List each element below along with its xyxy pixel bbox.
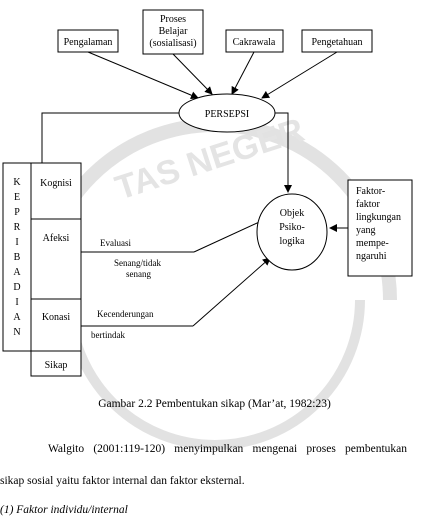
objek-line-3: logika bbox=[280, 236, 306, 247]
cakrawala-label: Cakrawala bbox=[233, 37, 276, 48]
arrow-konasi-objek bbox=[192, 257, 271, 327]
line-kepribadian-persepsi bbox=[41, 112, 179, 163]
kepribadian-letter: R bbox=[14, 222, 21, 233]
kepribadian-letter: D bbox=[13, 282, 20, 293]
afeksi-box bbox=[30, 218, 82, 300]
faktor-line-3: lingkungan bbox=[356, 212, 401, 223]
arrow-proses-persepsi bbox=[172, 53, 213, 95]
paragraph-line-1: Walgito (2001:119-120) menyimpulkan meng… bbox=[48, 443, 407, 455]
konasi-box bbox=[30, 298, 82, 352]
proses-belajar-line-1: Proses bbox=[160, 14, 186, 25]
objek-psikologika-ellipse bbox=[256, 193, 328, 271]
proses-belajar-line-2: Belajar bbox=[159, 26, 189, 37]
paragraph-line-2: sikap sosial yaitu faktor internal dan f… bbox=[0, 475, 245, 487]
kepribadian-letter: I bbox=[15, 297, 18, 308]
kepribadian-letter: E bbox=[14, 192, 20, 203]
kepribadian-letter: P bbox=[14, 207, 20, 218]
senang-label-line-1: Senang/tidak bbox=[114, 258, 161, 268]
objek-line-2: Psiko- bbox=[279, 222, 305, 233]
senang-label-line-2: senang bbox=[126, 269, 151, 279]
figure-caption: Gambar 2.2 Pembentukan sikap (Mar’at, 19… bbox=[98, 398, 331, 410]
kepribadian-letter: N bbox=[13, 327, 20, 338]
arrow-persepsi-objek bbox=[275, 112, 292, 193]
arrow-pengetahuan-persepsi bbox=[261, 51, 338, 99]
proses-belajar-box bbox=[142, 9, 204, 55]
kognisi-label: Kognisi bbox=[40, 178, 72, 189]
proses-belajar-line-3: (sosialisasi) bbox=[149, 38, 196, 49]
kepribadian-letter: I bbox=[15, 237, 18, 248]
kecenderungan-label: Kecenderungan bbox=[97, 309, 154, 319]
cakrawala-box bbox=[225, 29, 284, 53]
kepribadian-letters: K E P R I B A D I A N bbox=[13, 177, 21, 338]
pengetahuan-label: Pengetahuan bbox=[311, 37, 362, 48]
arrow-pengalaman-persepsi bbox=[87, 51, 199, 99]
kepribadian-letter: A bbox=[13, 312, 21, 323]
arrow-afeksi-objek bbox=[193, 217, 269, 253]
persepsi-label: PERSEPSI bbox=[205, 109, 249, 120]
faktor-lingkungan-box bbox=[347, 179, 413, 277]
attitude-formation-diagram: Pengalaman Proses Belajar (sosialisasi) … bbox=[2, 9, 413, 377]
pengalaman-label: Pengalaman bbox=[64, 37, 113, 48]
faktor-line-6: ngaruhi bbox=[356, 251, 387, 262]
kepribadian-letter: B bbox=[14, 252, 21, 263]
kognisi-box bbox=[30, 162, 82, 220]
konasi-label: Konasi bbox=[42, 312, 71, 323]
afeksi-label: Afeksi bbox=[43, 233, 70, 244]
faktor-line-4: yang bbox=[356, 225, 375, 236]
objek-line-1: Objek bbox=[280, 208, 304, 219]
list-item-faktor-individu: (1) Faktor individu/internal bbox=[0, 504, 128, 516]
faktor-line-1: Faktor- bbox=[356, 186, 385, 197]
faktor-line-2: faktor bbox=[356, 199, 381, 210]
faktor-line-5: mempe- bbox=[356, 238, 389, 249]
bertindak-label: bertindak bbox=[91, 330, 125, 340]
evaluasi-label: Evaluasi bbox=[100, 238, 131, 248]
arrow-cakrawala-persepsi bbox=[231, 51, 255, 95]
kepribadian-letter: K bbox=[13, 177, 21, 188]
sikap-box bbox=[30, 350, 82, 377]
sikap-label: Sikap bbox=[45, 360, 68, 371]
kepribadian-letter: A bbox=[13, 267, 21, 278]
